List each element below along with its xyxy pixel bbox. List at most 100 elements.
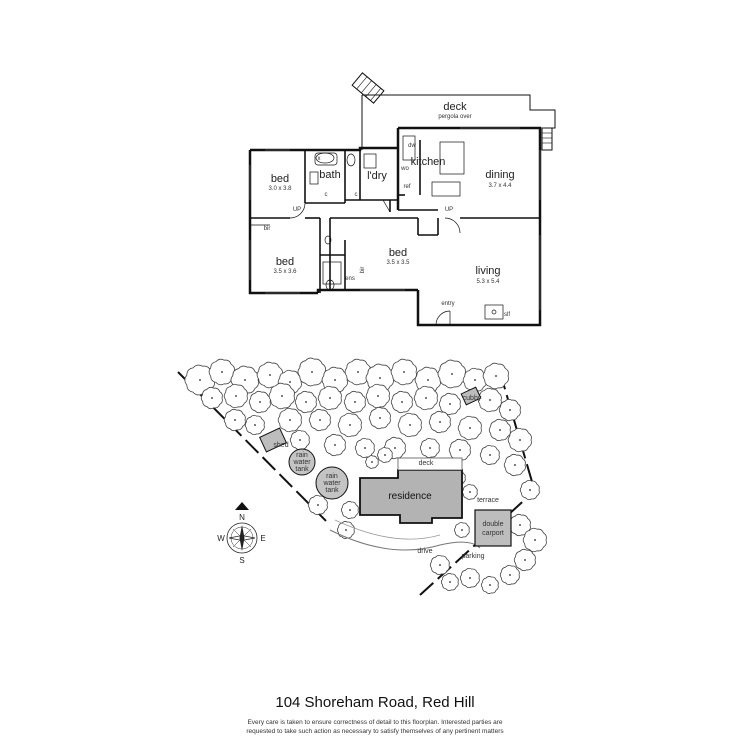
site-label-carport-2: carport [482,530,504,537]
tree-trunk-dot [451,373,453,375]
tree-trunk-dot [305,401,307,403]
tree-trunk-dot [474,379,476,381]
fixture-label-bir2: bir [360,267,366,274]
room-dim-living: 5.3 x 5.4 [476,279,500,285]
tree-trunk-dot [469,427,471,429]
tree-trunk-dot [401,401,403,403]
tree-trunk-dot [519,524,521,526]
fixture-label-dw: dw [408,143,416,149]
property-address: 104 Shoreham Road, Red Hill [275,694,475,711]
driveway [329,529,481,551]
room-label-deck: deck [443,101,467,113]
compass-e: E [260,534,265,543]
compass-n: N [239,513,245,522]
tree-trunk-dot [371,461,373,463]
tree-trunk-dot [469,577,471,579]
fixture-label-ref: ref [403,184,410,190]
tree-trunk-dot [211,397,213,399]
interior-walls [249,140,540,293]
room-label-bed3: bed [389,247,407,259]
tree-trunk-dot [379,417,381,419]
step-label-up1: UP [293,207,301,213]
tree-trunk-dot [254,424,256,426]
fixture-label-ens: ens [345,276,355,282]
tree-trunk-dot [234,419,236,421]
deck-note: pergola over [438,114,471,120]
site-label-tank1-line1: rain [296,452,308,459]
tree-trunk-dot [427,379,429,381]
fixture-label-wo: wo [400,166,409,172]
room-label-living: living [475,265,500,277]
site-label-parking: parking [462,553,485,560]
tree-trunk-dot [449,581,451,583]
living-door-swing [444,217,461,234]
room-dim-bed3: 3.5 x 3.5 [386,260,410,266]
tree-trunk-dot [529,489,531,491]
floorplan [248,72,556,327]
tree-trunk-dot [377,395,379,397]
disclaimer: Every care is taken to ensure correctnes… [200,718,550,736]
room-label-bed2: bed [276,256,294,268]
tree-trunk-dot [495,375,497,377]
dining-table-icon [431,181,461,197]
north-arrow-icon [235,502,249,510]
tree-trunk-dot [524,559,526,561]
deck-footprint [397,457,463,471]
cubby-footprint [460,386,482,406]
tree-trunk-dot [345,529,347,531]
tree-trunk-dot [379,377,381,379]
shed-footprint [258,427,288,453]
tree-trunk-dot [403,371,405,373]
floorplan-labels: deck pergola over kitchen dining 3.7 x 4… [264,101,515,318]
site-label-drive: drive [417,548,432,555]
disclaimer-line-2: requested to take such action as necessa… [246,728,504,735]
basin-icon [309,171,319,185]
tree-trunk-dot [334,444,336,446]
deck-stair [351,72,385,104]
tree-trunk-dot [489,454,491,456]
room-label-bed1: bed [271,173,289,185]
fixture-label-entry: entry [441,301,454,307]
tree-trunk-dot [439,421,441,423]
tree-trunk-dot [439,564,441,566]
tree-trunk-dot [349,424,351,426]
room-label-laundry: l'dry [367,170,387,182]
compass-rose-icon: N S E W [217,502,266,565]
fixture-label-slf: slf [504,312,510,318]
site-label-shed: shed [273,442,288,449]
tree-trunk-dot [489,584,491,586]
tree-trunk-dot [394,447,396,449]
tree-trunk-dot [317,504,319,506]
tree-trunk-dot [269,374,271,376]
tree-trunk-dot [289,381,291,383]
windows [249,127,541,310]
tree-trunk-dot [259,401,261,403]
tree-trunk-dot [289,419,291,421]
cupboard-label-c1: c [325,192,328,198]
site-label-tank2-line1: rain [326,473,338,480]
disclaimer-line-1: Every care is taken to ensure correctnes… [247,719,503,726]
cupboard-label-c2: c [355,192,358,198]
tree-trunk-dot [281,395,283,397]
bath-outline [314,152,338,166]
tree-trunk-dot [199,379,201,381]
tree-trunk-dot [409,424,411,426]
site-label-tank1-line3: tank [295,466,309,473]
shower-icon [322,261,342,285]
room-dim-bed1: 3.0 x 3.8 [268,186,292,192]
tree-trunk-dot [429,447,431,449]
fireplace-icon [484,304,504,320]
room-dim-dining: 3.7 x 4.4 [488,183,512,189]
kitchen-island-icon [439,141,465,175]
site-label-tank1-line2: water [292,459,311,466]
step-label-up2: UP [445,207,453,213]
tree-trunk-dot [354,401,356,403]
tree-trunk-dot [384,454,386,456]
deck-area [351,72,556,151]
tree-trunk-dot [299,439,301,441]
compass-s: S [239,556,244,565]
tree-trunk-dot [519,439,521,441]
toilet-icon [346,153,356,167]
rain-tank-2 [315,466,349,500]
